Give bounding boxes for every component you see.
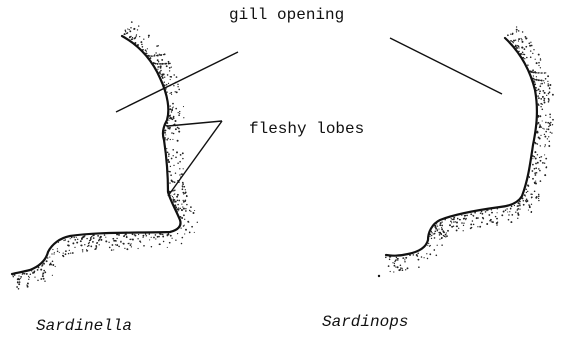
gill-opening-label: gill opening — [229, 6, 344, 24]
gill-opening-pointer-right — [390, 38, 502, 94]
stipple-shading-left — [12, 21, 198, 289]
stipple-shading-right — [385, 26, 554, 272]
stray-dot — [378, 275, 380, 277]
fleshy-lobes-pointer-lower — [168, 121, 222, 196]
gill-opening-pointer-left — [116, 52, 238, 112]
sardinella-outline — [12, 36, 181, 274]
fleshy-lobes-label: fleshy lobes — [249, 120, 364, 138]
sardinops-label: Sardinops — [322, 313, 408, 331]
sardinella-label: Sardinella — [36, 317, 132, 335]
